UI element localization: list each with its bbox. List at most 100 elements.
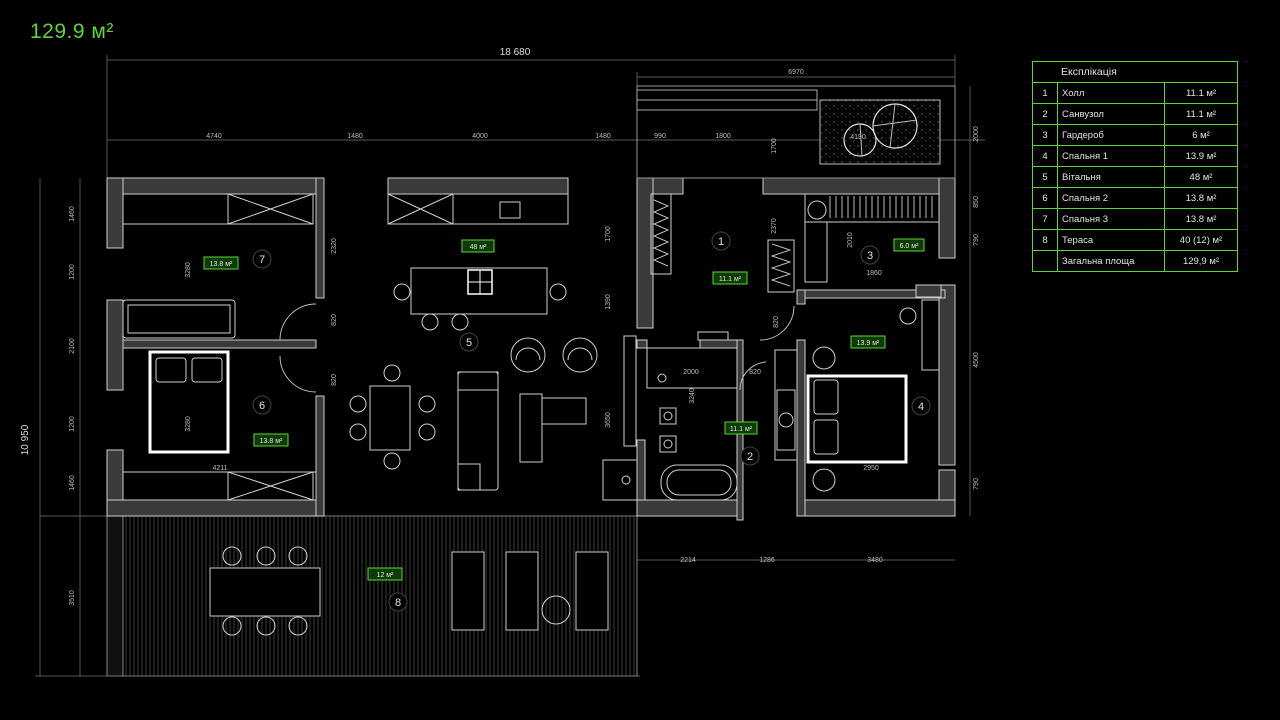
svg-text:11.1 м²: 11.1 м² — [730, 426, 753, 433]
svg-text:2: 2 — [747, 451, 753, 463]
dim-int-1: 3280 — [185, 262, 192, 278]
terrace-furniture — [209, 546, 609, 636]
dim-int-15: 3240 — [689, 388, 696, 404]
dim-top-8: 2000 — [973, 126, 980, 142]
svg-text:13.9 м²: 13.9 м² — [857, 340, 880, 347]
bedroom-1-furniture — [806, 299, 940, 492]
area-badges: 13.8 м² 13.8 м² 48 м² 11.1 м² 6.0 м² 13.… — [203, 238, 925, 581]
dim-left-5: 1460 — [69, 475, 76, 491]
room-number-6: 6 — [252, 395, 272, 415]
row-number: 1 — [1032, 82, 1058, 104]
bedroom-3-furniture — [122, 193, 317, 341]
overall-depth: 10 950 — [20, 424, 31, 455]
badge-room-7: 13.8 м² — [203, 256, 239, 270]
svg-text:8: 8 — [395, 597, 401, 609]
row-number: 6 — [1032, 187, 1058, 209]
dim-int-16: 4211 — [212, 465, 227, 472]
dim-top-3: 4000 — [472, 133, 488, 140]
svg-text:13.8 м²: 13.8 м² — [260, 438, 283, 445]
row-area: 11.1 м² — [1164, 103, 1238, 125]
row-number: 7 — [1032, 208, 1058, 230]
dim-int-2: 3280 — [185, 416, 192, 432]
row-area: 6 м² — [1164, 124, 1238, 146]
walls — [106, 177, 956, 521]
dim-int-9: 2370 — [771, 218, 778, 234]
terrace-edge — [106, 515, 124, 677]
explication-title: Експлікація — [1032, 61, 1238, 83]
row-name: Гардероб — [1057, 124, 1165, 146]
dim-top-7: 1700 — [771, 138, 778, 154]
room-number-3: 3 — [860, 245, 880, 265]
dimension-lines — [35, 55, 985, 677]
svg-text:6.0 м²: 6.0 м² — [900, 243, 919, 250]
dim-left-6: 3510 — [69, 590, 76, 606]
dim-int-6: 820 — [331, 314, 338, 326]
front-garden — [636, 85, 956, 179]
overall-width: 18 680 — [500, 47, 531, 58]
room-number-4: 4 — [911, 396, 931, 416]
row-area: 13.8 м² — [1164, 208, 1238, 230]
svg-text:3: 3 — [867, 250, 873, 262]
dim-int-12: 820 — [773, 316, 780, 328]
row-area: 13.9 м² — [1164, 145, 1238, 167]
dim-bottom-2: 1286 — [759, 557, 775, 564]
row-name: Спальня 1 — [1057, 145, 1165, 167]
row-name: Тераса — [1057, 229, 1165, 251]
room-number-1: 1 — [711, 231, 731, 251]
row-name: Спальня 3 — [1057, 208, 1165, 230]
row-number — [1032, 250, 1058, 272]
dim-left-2: 1200 — [69, 264, 76, 280]
dim-left-4: 1200 — [69, 416, 76, 432]
badge-room-1: 11.1 м² — [712, 271, 748, 285]
row-number: 5 — [1032, 166, 1058, 188]
badge-room-2: 11.1 м² — [724, 421, 758, 435]
dim-int-17: 2950 — [863, 465, 879, 472]
room-number-2: 2 — [740, 446, 760, 466]
dim-left-3: 2100 — [69, 338, 76, 354]
badge-room-3: 6.0 м² — [893, 238, 925, 252]
badge-room-4: 13.9 м² — [850, 335, 886, 349]
row-area: 48 м² — [1164, 166, 1238, 188]
dim-top-6: 1800 — [715, 133, 731, 140]
svg-text:12 м²: 12 м² — [377, 572, 395, 579]
dim-round-feature: 4190 — [850, 134, 866, 141]
dim-top-1: 4740 — [206, 133, 222, 140]
dim-int-3: 2320 — [331, 238, 338, 254]
dim-bottom-1: 2214 — [680, 557, 696, 564]
svg-text:13.8 м²: 13.8 м² — [210, 261, 233, 268]
svg-text:7: 7 — [259, 254, 265, 266]
living-room-furniture — [349, 193, 638, 501]
bedroom-2-furniture — [122, 350, 317, 501]
row-number: 3 — [1032, 124, 1058, 146]
badge-room-8: 12 м² — [367, 567, 403, 581]
dim-top-right: 6970 — [788, 69, 804, 76]
room-number-7: 7 — [252, 249, 272, 269]
dim-right-3: 4500 — [973, 352, 980, 368]
dim-int-11: 1860 — [866, 270, 882, 277]
dim-right-1: 850 — [973, 196, 980, 208]
dim-int-4: 1700 — [605, 226, 612, 242]
hall-bath-furniture — [623, 193, 940, 501]
dim-int-8: 3650 — [605, 412, 612, 428]
dim-top-2: 1480 — [347, 133, 363, 140]
svg-text:1: 1 — [718, 236, 724, 248]
dim-left-1: 1460 — [69, 206, 76, 222]
dim-right-4: 790 — [973, 478, 980, 490]
dim-int-14: 820 — [749, 369, 761, 376]
badge-room-5: 48 м² — [461, 239, 495, 253]
floor-plan: 18 680 10 950 6970 4740 1480 4000 1480 9… — [20, 47, 985, 677]
room-numbers: 7 6 5 1 3 4 2 8 — [252, 231, 931, 612]
room-number-5: 5 — [459, 332, 479, 352]
row-name: Вітальня — [1057, 166, 1165, 188]
dim-int-13: 2000 — [683, 369, 699, 376]
terrace-deck — [106, 515, 638, 677]
row-name: Холл — [1057, 82, 1165, 104]
